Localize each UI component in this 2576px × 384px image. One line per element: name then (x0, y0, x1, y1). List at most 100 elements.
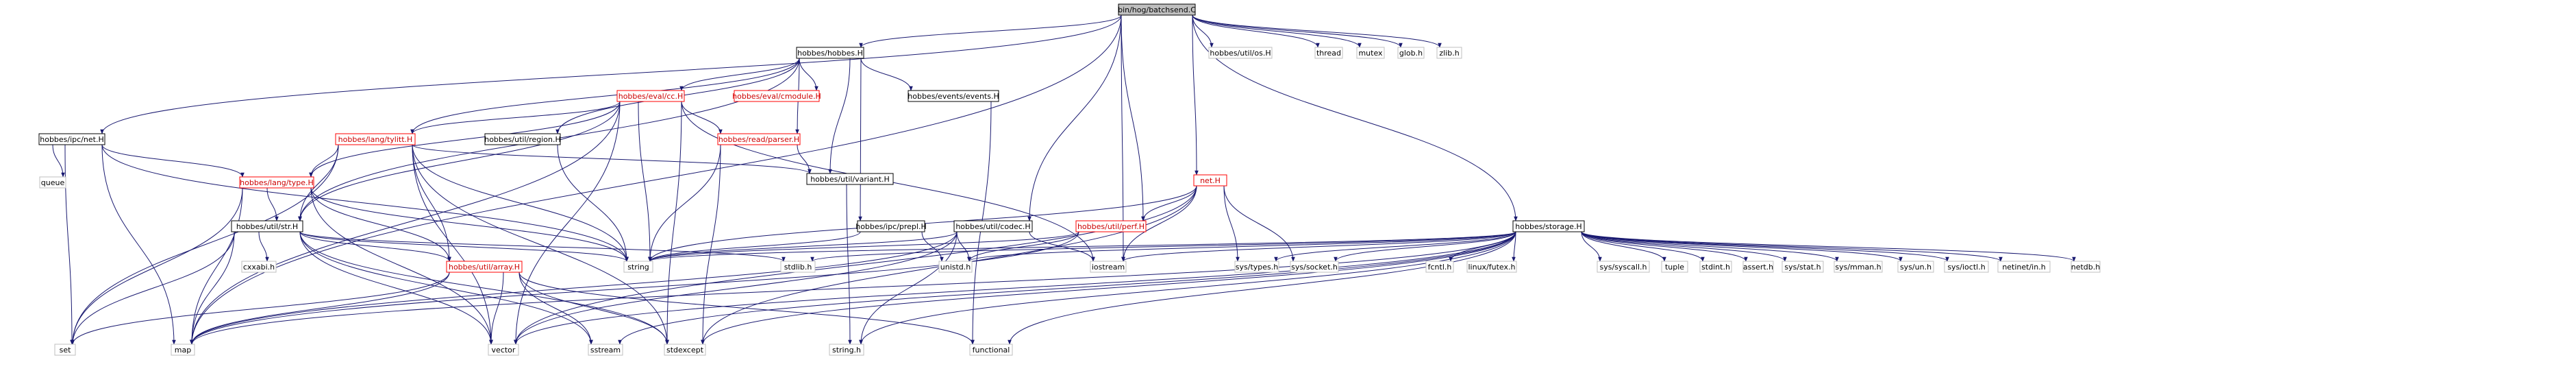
node-box-futex (1466, 261, 1517, 273)
node-label-queue: queue (41, 178, 65, 187)
node-box-os (1208, 47, 1273, 59)
node-os: hobbes/util/os.H (1208, 47, 1273, 59)
edge-perf-to-map (190, 231, 1079, 345)
node-box-systypes (1234, 261, 1279, 273)
node-box-sysstat (1781, 261, 1824, 273)
node-type[interactable]: hobbes/lang/type.H (239, 176, 314, 189)
node-label-syscall: sys/syscall.h (1599, 263, 1647, 272)
node-cc[interactable]: hobbes/eval/cc.H (616, 90, 685, 102)
edge-array-to-sstream (518, 272, 593, 345)
node-str[interactable]: hobbes/util/str.H (231, 220, 303, 232)
edge-batchsend-to-netio (1192, 14, 1199, 176)
node-box-stringh (829, 344, 864, 356)
node-batchsend[interactable]: bin/hog/batchsend.C (1118, 3, 1196, 16)
node-box-hobbes (796, 47, 864, 59)
edge-str-to-map (190, 231, 235, 345)
node-box-iostream (1090, 261, 1127, 273)
edge-array-to-stdexcept (518, 272, 669, 345)
node-label-tuple: tuple (1665, 263, 1684, 272)
node-label-assert: assert.h (1743, 263, 1773, 272)
node-box-stdlib (780, 261, 816, 273)
node-label-map: map (175, 346, 191, 355)
node-events[interactable]: hobbes/events/events.H (908, 90, 999, 102)
edge-netio-to-iostream (1121, 185, 1197, 262)
edge-cc-to-stdexcept (665, 101, 682, 345)
node-box-stdexcept (664, 344, 706, 356)
node-label-net: hobbes/ipc/net.H (40, 135, 103, 144)
node-label-fcntl: fcntl.h (1428, 263, 1452, 272)
node-netinet: netinet/in.h (1997, 261, 2051, 273)
node-perf[interactable]: hobbes/util/perf.H (1075, 220, 1147, 232)
edge-cc-to-map (190, 101, 621, 345)
node-box-zlib (1436, 47, 1462, 59)
edge-hobbes-to-tylitt (410, 58, 800, 134)
node-codec[interactable]: hobbes/util/codec.H (953, 220, 1033, 232)
node-box-codec (953, 220, 1033, 232)
node-queue: queue (39, 176, 66, 189)
edge-netio-to-syssocket (1223, 185, 1295, 262)
edge-prepl-to-unistd (921, 231, 944, 262)
edge-storage-to-functional (1008, 231, 1516, 345)
node-futex: linux/futex.h (1466, 261, 1517, 273)
node-label-type: hobbes/lang/type.H (240, 178, 314, 187)
node-label-unistd: unistd.h (940, 263, 971, 272)
node-tylitt[interactable]: hobbes/lang/tylitt.H (335, 133, 416, 145)
node-label-os: hobbes/util/os.H (1210, 49, 1271, 58)
node-label-cc: hobbes/eval/cc.H (618, 92, 684, 101)
node-storage[interactable]: hobbes/storage.H (1512, 220, 1585, 232)
node-hobbes[interactable]: hobbes/hobbes.H (796, 47, 864, 59)
edge-codec-to-string (648, 231, 958, 262)
node-net[interactable]: hobbes/ipc/net.H (38, 133, 105, 145)
node-netdb: netdb.h (2071, 261, 2101, 273)
edge-batchsend-to-perf (1121, 14, 1145, 221)
edge-tylitt-to-vector (412, 144, 493, 345)
edge-str-to-vector (299, 231, 493, 345)
node-variant[interactable]: hobbes/util/variant.H (806, 173, 894, 185)
edge-tylitt-to-set (71, 144, 339, 345)
node-label-cxxabi: cxxabi.h (243, 263, 275, 272)
edge-layer (52, 14, 2076, 345)
node-thread: thread (1314, 47, 1343, 59)
node-label-futex: linux/futex.h (1468, 263, 1516, 272)
node-label-stdexcept: stdexcept (666, 346, 704, 355)
edge-storage-to-assert (1581, 231, 1748, 262)
edge-batchsend-to-os (1192, 14, 1214, 48)
node-cmodule[interactable]: hobbes/eval/cmodule.H (732, 90, 821, 102)
edge-str-to-sstream (299, 231, 593, 345)
node-label-stringh: string.h (832, 346, 861, 355)
node-box-cmodule (734, 90, 820, 102)
edge-cc-to-string (638, 101, 652, 262)
edge-storage-to-iostream (1121, 231, 1516, 262)
edge-type-to-map (190, 187, 243, 345)
edge-netio-to-vector (514, 185, 1197, 345)
edge-batchsend-to-storage (1192, 14, 1518, 221)
edge-tylitt-to-stdexcept (412, 144, 669, 345)
node-region[interactable]: hobbes/util/region.H (484, 133, 561, 145)
node-array[interactable]: hobbes/util/array.H (446, 261, 523, 273)
node-sstream: sstream (588, 344, 623, 356)
edge-hobbes-to-cmodule (799, 58, 818, 91)
node-netio[interactable]: net.H (1193, 174, 1227, 187)
node-stringh: string.h (829, 344, 864, 356)
node-parser[interactable]: hobbes/read/parser.H (717, 133, 801, 145)
node-box-batchsend (1118, 3, 1196, 16)
edge-hobbes-to-cc (679, 58, 800, 91)
edge-net-to-type (101, 144, 245, 178)
edge-storage-to-stdint (1581, 231, 1705, 262)
edge-net-to-set (64, 144, 74, 345)
node-label-set: set (60, 346, 71, 355)
node-box-netio (1193, 174, 1227, 187)
edge-codec-to-unistd (956, 231, 971, 262)
node-glob: glob.h (1397, 47, 1425, 59)
node-box-assert (1742, 261, 1774, 273)
node-box-string (623, 261, 653, 273)
edge-storage-to-syscall (1581, 231, 1602, 262)
node-label-systypes: sys/types.h (1236, 263, 1278, 272)
node-label-array: hobbes/util/array.H (449, 263, 520, 272)
node-vector: vector (488, 344, 519, 356)
edge-str-to-array (299, 231, 451, 262)
node-prepl[interactable]: hobbes/ipc/prepl.H (855, 220, 927, 232)
edge-hobbes-to-prepl (858, 58, 862, 221)
node-box-sysioctl (1944, 261, 1989, 273)
node-box-map (171, 344, 195, 356)
